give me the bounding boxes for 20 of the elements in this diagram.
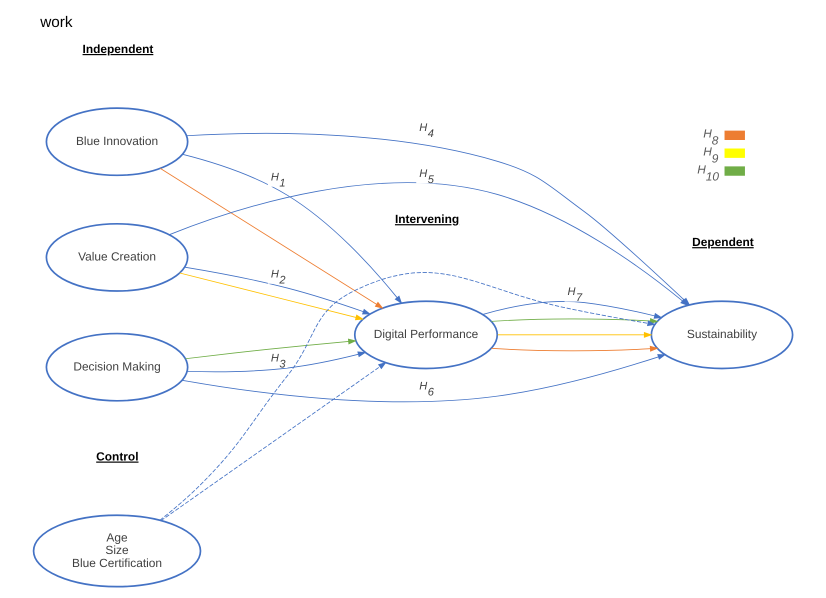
node-ellipse: Age Size Blue Certification bbox=[32, 514, 202, 588]
arrow bbox=[491, 346, 658, 352]
node-ellipse: Blue Innovation bbox=[46, 107, 188, 176]
label: Intervening bbox=[394, 212, 460, 226]
arrow bbox=[497, 332, 652, 338]
arrow bbox=[160, 362, 387, 522]
arrow bbox=[184, 338, 357, 360]
arrow bbox=[491, 318, 658, 324]
arrow bbox=[159, 272, 656, 521]
label: Dependent bbox=[692, 235, 754, 250]
label: Control bbox=[96, 450, 139, 464]
node-ellipse: Decision Making bbox=[46, 332, 188, 402]
node-ellipse: Value Creation bbox=[46, 222, 188, 292]
arrow bbox=[482, 301, 663, 319]
label: Independent bbox=[82, 42, 154, 56]
arrow bbox=[182, 354, 666, 402]
arrow bbox=[182, 154, 402, 304]
diagram-title: work bbox=[40, 14, 73, 32]
arrow bbox=[179, 272, 364, 320]
arrow bbox=[168, 182, 689, 306]
